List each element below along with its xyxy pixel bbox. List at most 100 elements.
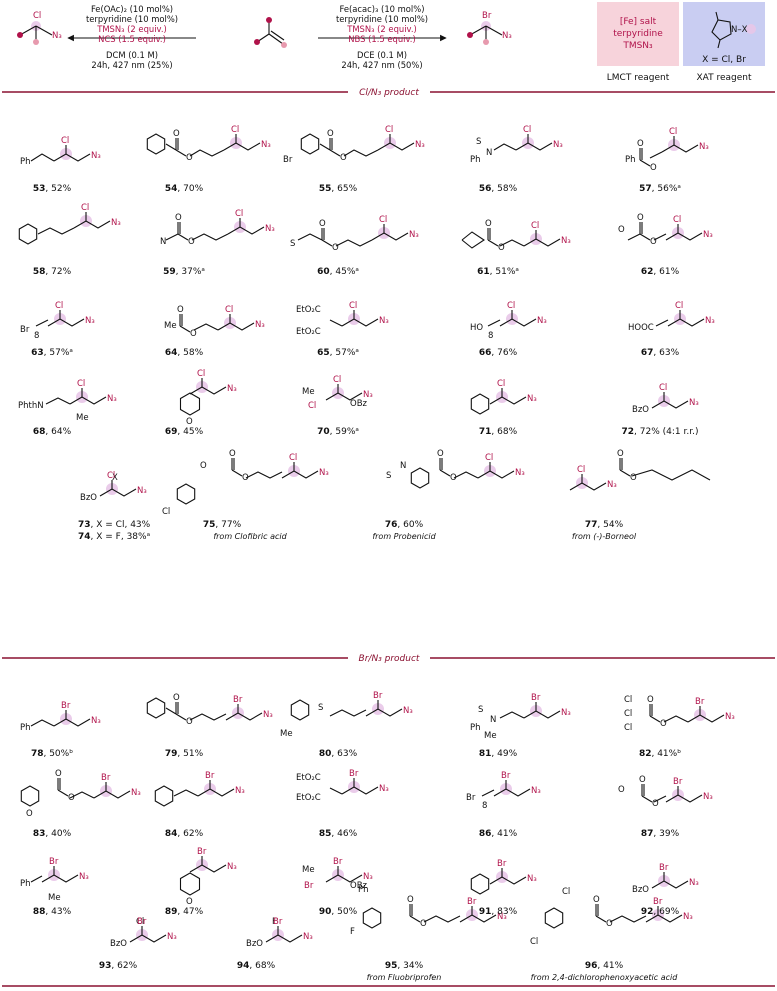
atom-label: Cl <box>162 507 170 517</box>
oxygen-label: O <box>188 237 195 247</box>
carbon-chain <box>649 151 663 159</box>
compound-label: 95, 34% <box>385 961 424 971</box>
compound-number: 74 <box>78 532 91 542</box>
compound-number: 58 <box>33 267 46 277</box>
atom-label: O <box>26 809 33 819</box>
compound-number: 75 <box>203 520 216 530</box>
azide-label: N₃ <box>79 872 89 882</box>
carbon-chain <box>631 469 711 481</box>
halogen-label: Br <box>695 697 705 707</box>
alkene-substrate <box>254 17 287 48</box>
compound-source: from Clofibric acid <box>213 532 287 541</box>
benzene-ring <box>362 907 382 929</box>
compound-yield: , 68% <box>249 961 275 971</box>
oxygen-label: O <box>450 473 457 483</box>
atom-label: N <box>486 148 492 158</box>
halogen-label: Br <box>101 773 111 783</box>
halogen-label: Cl <box>197 369 205 379</box>
oxygen-label: O <box>660 719 667 729</box>
carbon-chain <box>189 713 227 721</box>
atom-label: X <box>112 473 118 483</box>
ester-group: OO <box>637 139 657 173</box>
compound-number: 85 <box>319 829 332 839</box>
left-time: 24h, 427 nm (25%) <box>91 60 172 70</box>
compound-yield: , 43% <box>45 907 71 917</box>
atom-label: O <box>186 417 193 427</box>
atom-label: 8 <box>482 801 487 811</box>
atom-label: F <box>350 927 355 937</box>
ester-group: OO <box>327 129 347 163</box>
azide-label: N₃ <box>91 151 101 161</box>
compound-yield: , 65% <box>331 184 357 194</box>
right-product-n3: N₃ <box>502 31 512 41</box>
carbon-chain <box>30 875 43 883</box>
compound-yield: , 62% <box>111 961 137 971</box>
section-title-br: Br/N₃ product <box>359 654 420 664</box>
benzene-ring <box>290 699 310 721</box>
benzene-ring <box>470 393 490 415</box>
azide-label: N₃ <box>607 480 617 490</box>
atom-label: Cl <box>308 401 316 411</box>
halogen-label: Cl <box>289 453 297 463</box>
azide-label: N₃ <box>553 140 563 150</box>
azide-label: N₃ <box>561 708 571 718</box>
oxygen-label: O <box>650 237 657 247</box>
compound-number: 68 <box>33 427 46 437</box>
carbon-chain <box>319 143 331 151</box>
compound-number: 94 <box>237 961 250 971</box>
atom-label: Ph <box>625 155 636 165</box>
ester-group: OO <box>617 449 637 483</box>
halogen-label: Cl <box>531 221 539 231</box>
compound-number: 65 <box>317 348 330 358</box>
atom-label: HOOC <box>628 323 654 333</box>
compound-label: 61, 51%ᵃ <box>477 267 519 277</box>
compound-number: 67 <box>641 348 654 358</box>
compound-number: 80 <box>319 749 332 759</box>
oxygen-label: O <box>630 473 637 483</box>
oxygen-label: O <box>639 775 646 785</box>
compound-label: 90, 50% <box>319 907 358 917</box>
compound-yield: , 57%ᵃ <box>330 348 359 358</box>
compound-yield: , 63% <box>653 348 679 358</box>
azide-label: N₃ <box>531 786 541 796</box>
atom-label: EtO₂C <box>296 305 321 315</box>
compound-label: 77, 54% <box>585 520 624 530</box>
compound-number: 78 <box>31 749 44 759</box>
halogen-label: Cl <box>235 209 243 219</box>
halogen-label: Cl <box>385 125 393 135</box>
carbon-chain <box>609 915 647 923</box>
atom-label: Br <box>304 881 314 891</box>
compound-yield: , 49% <box>491 749 517 759</box>
benzene-ring <box>300 133 320 155</box>
azide-label: N₃ <box>409 230 419 240</box>
atom-label: Cl <box>624 723 632 733</box>
compound-number: 96 <box>585 961 598 971</box>
lmct-box <box>597 2 679 66</box>
halogen-label: Br <box>501 771 511 781</box>
compound-number: 71 <box>479 427 492 437</box>
compound-yield: , 40% <box>45 829 71 839</box>
compound-yield: , X = Cl, 43% <box>91 520 151 530</box>
compound-label: 59, 37%ᵃ <box>163 267 205 277</box>
compound-label: 58, 72% <box>33 267 72 277</box>
compound-label: 65, 57%ᵃ <box>317 348 359 358</box>
oxygen-label: O <box>407 895 414 905</box>
section-title-cl: Cl/N₃ product <box>359 88 419 98</box>
